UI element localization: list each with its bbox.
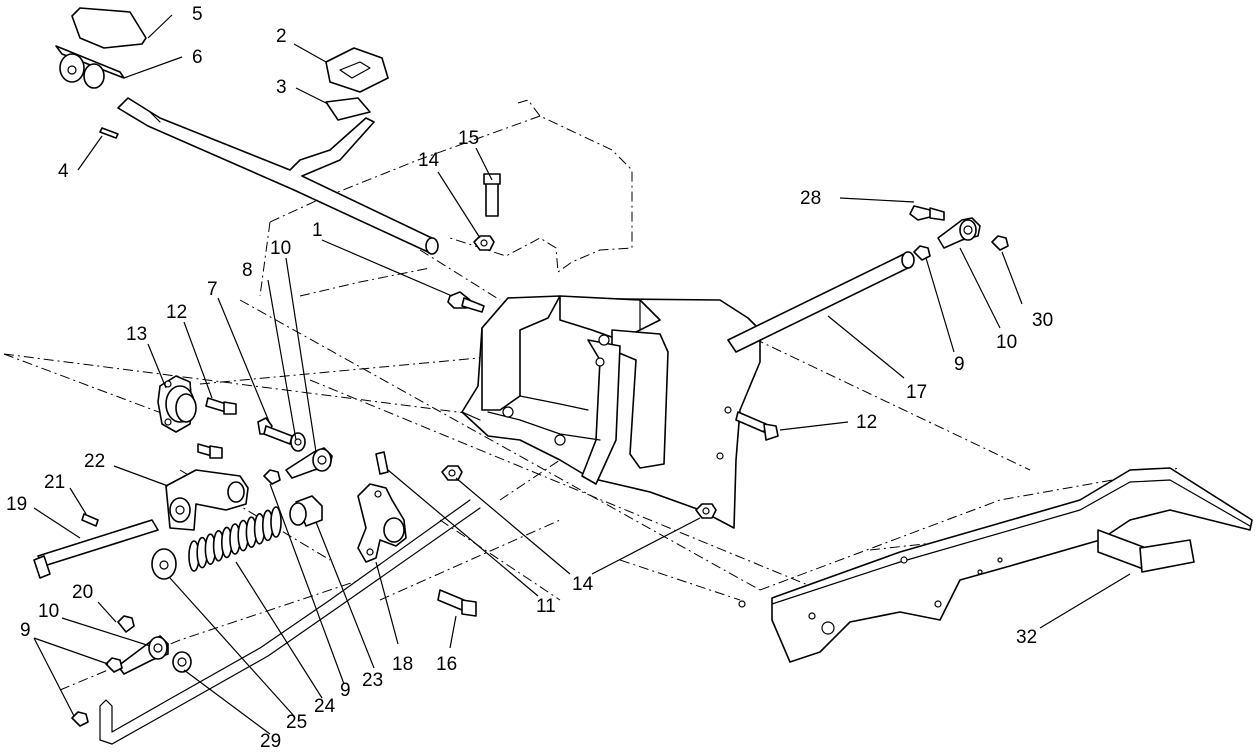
bolt-7: [257, 417, 293, 445]
callout-12-right: 12: [856, 412, 877, 433]
washer-25: [151, 548, 177, 580]
nut-14-top: [473, 235, 495, 251]
right-frame-rail: [738, 467, 1253, 663]
callout-29: 29: [260, 731, 281, 752]
leader-lines: [33, 14, 1131, 735]
pin-21: [81, 513, 99, 527]
callout-24: 24: [314, 696, 336, 717]
callout-28: 28: [800, 188, 821, 209]
nut-14-mid: [441, 465, 463, 481]
callout-5: 5: [192, 4, 203, 25]
bolt-12-left: [197, 397, 237, 459]
callout-14-top: 14: [418, 150, 440, 171]
pedal-block: [325, 47, 389, 121]
bolt-16: [437, 589, 477, 617]
callout-11: 11: [536, 596, 556, 617]
callout-22: 22: [84, 451, 105, 472]
pivot-bracket-13: [157, 375, 197, 433]
callout-10-right: 10: [996, 332, 1017, 353]
nut-14-right: [695, 503, 717, 519]
nut-9-mid: [263, 469, 281, 485]
callout-9-low: 9: [20, 620, 31, 641]
callout-14-bottom: 14: [572, 574, 594, 595]
pin-11: [375, 451, 389, 475]
callout-13: 13: [126, 324, 147, 345]
long-rod-17: [727, 251, 915, 353]
callout-25: 25: [286, 712, 307, 733]
callout-32: 32: [1016, 627, 1037, 648]
callout-9-right: 9: [954, 354, 965, 375]
bracket-22: [165, 469, 249, 531]
callout-2: 2: [276, 26, 287, 47]
callout-17: 17: [906, 382, 927, 403]
callout-8: 8: [242, 260, 253, 281]
pedal-rod: [117, 97, 439, 255]
callout-10-mid: 10: [270, 238, 291, 259]
callout-3: 3: [276, 77, 287, 98]
callout-4: 4: [58, 161, 69, 182]
pedal-pad: [55, 7, 147, 89]
bushing-23: [289, 495, 323, 527]
callout-10-low: 10: [38, 601, 59, 622]
callout-30: 30: [1032, 310, 1053, 331]
callout-7: 7: [207, 279, 218, 300]
callout-20: 20: [72, 582, 93, 603]
callout-12-left: 12: [166, 302, 187, 323]
rod-end-10-mid: [285, 447, 333, 479]
lower-linkage: [71, 615, 192, 727]
callout-9-mid: 9: [340, 680, 351, 701]
callout-16: 16: [436, 654, 457, 675]
callout-6: 6: [192, 47, 203, 68]
washer-8: [290, 432, 306, 452]
lever-18: [357, 483, 407, 563]
callout-23: 23: [362, 670, 383, 691]
spring-coil: [270, 506, 282, 538]
lower-frame-tube: [99, 499, 481, 745]
pedal-bracket: [461, 295, 761, 529]
callout-18: 18: [392, 654, 413, 675]
rod-19: [33, 519, 159, 579]
callout-19: 19: [6, 494, 27, 515]
bolt-1: [447, 291, 485, 313]
callout-21: 21: [44, 472, 65, 493]
callout-15: 15: [458, 128, 479, 149]
bolt-15: [483, 173, 501, 217]
right-linkage: [909, 205, 1009, 261]
spring-24: [188, 506, 282, 572]
bolt-12-right: [735, 411, 779, 441]
callout-labels: 5 6 2 3 4 15 14 1 8 10 7 12 13 22 21 19 …: [6, 4, 1053, 752]
pin-4: [99, 127, 119, 139]
callout-1: 1: [312, 220, 323, 241]
